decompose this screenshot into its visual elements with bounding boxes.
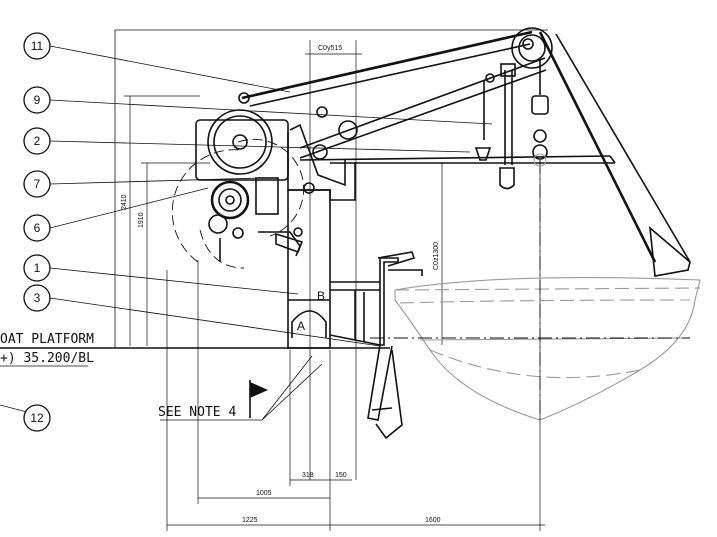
- dim-318: 318: [302, 472, 314, 479]
- davit-arm: [241, 30, 616, 164]
- falls-and-hooks: [474, 60, 549, 190]
- dim-1005: 1005: [256, 490, 272, 497]
- svg-text:7: 7: [34, 177, 41, 191]
- point-b-label: B: [317, 289, 325, 303]
- top-sheave: [511, 27, 553, 69]
- svg-text:3: 3: [34, 291, 41, 305]
- cradle: [329, 251, 423, 440]
- callout-9: 9: [23, 86, 51, 114]
- note-flag-icon: [249, 380, 268, 418]
- callout-11: 11: [23, 32, 51, 60]
- svg-text:9: 9: [34, 93, 41, 107]
- dim-1225: 1225: [242, 517, 258, 524]
- winch-assembly: [195, 92, 304, 262]
- dim-1910: 1910: [138, 212, 145, 228]
- svg-text:12: 12: [30, 411, 44, 425]
- callout-6: 6: [23, 214, 51, 242]
- point-a-label: A: [297, 319, 305, 333]
- platform-label: OAT PLATFORM: [0, 332, 94, 347]
- leader-lines: [0, 45, 493, 421]
- inclined-stay: [538, 31, 691, 277]
- platform-elevation: +) 35.200/BL: [0, 351, 94, 366]
- svg-text:2: 2: [34, 134, 41, 148]
- svg-text:11: 11: [31, 39, 44, 53]
- dim-c0z1300: C0z1300: [433, 242, 440, 270]
- dim-top: C0y515: [318, 45, 342, 52]
- dim-150: 150: [335, 472, 347, 479]
- callout-7: 7: [23, 170, 51, 198]
- swing-arcs: [171, 138, 305, 269]
- callout-12: 12: [23, 404, 51, 432]
- dimension-lines: [124, 40, 545, 531]
- lifeboat-outline: [370, 153, 701, 421]
- dim-1600: 1600: [425, 517, 441, 524]
- callout-3: 3: [23, 284, 51, 312]
- svg-text:1: 1: [34, 261, 41, 275]
- callout-1: 1: [23, 254, 51, 282]
- svg-text:6: 6: [34, 221, 41, 235]
- dim-2410: 2410: [121, 194, 128, 210]
- callout-2: 2: [23, 127, 51, 155]
- see-note-label: SEE NOTE 4: [158, 405, 236, 420]
- frame-lines: [0, 29, 548, 349]
